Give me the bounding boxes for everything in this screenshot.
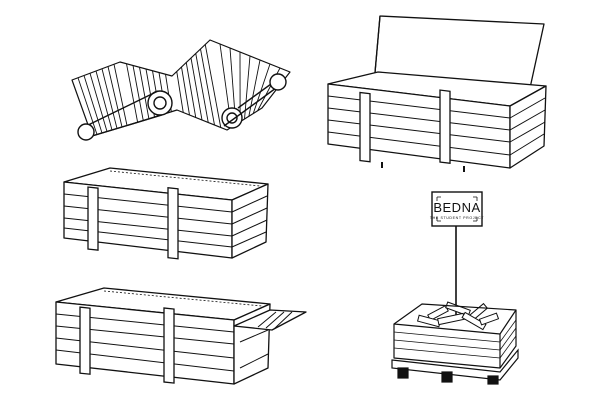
bedna-sign: BEDNA THE STUDENT PROJECT xyxy=(430,191,484,227)
sign-subtitle: THE STUDENT PROJECT xyxy=(430,216,484,220)
illustration-slat-chaise xyxy=(62,30,294,148)
illustration-crate-closed xyxy=(60,162,270,262)
sign-title: BEDNA xyxy=(433,200,480,215)
illustration-crate-pullout xyxy=(50,282,307,386)
illustration-pallet-with-sign: BEDNA THE STUDENT PROJECT xyxy=(388,186,524,386)
illustration-crate-open-lid xyxy=(322,14,548,172)
